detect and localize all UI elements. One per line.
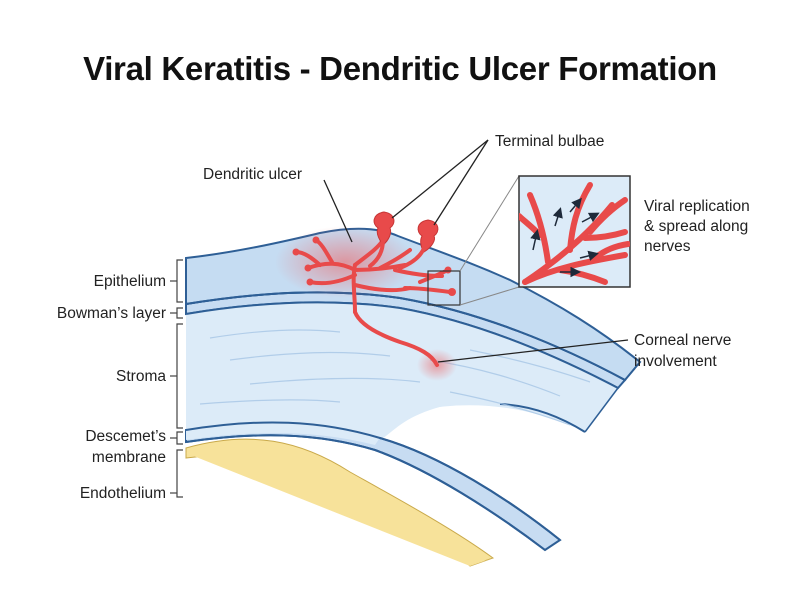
label-viral-3: nerves: [644, 238, 691, 255]
label-viral-2: & spread along: [644, 218, 748, 235]
terminal-bulbs: [373, 211, 439, 253]
magnified-inset: [518, 175, 631, 288]
label-epithelium: Epithelium: [94, 273, 166, 290]
label-nerve-1: Corneal nerve: [634, 332, 731, 349]
label-stroma: Stroma: [116, 368, 166, 385]
label-viral-1: Viral replication: [644, 198, 750, 215]
spread-arrows: [530, 197, 600, 278]
stroma-fibers: [199, 329, 591, 426]
label-nerve-2: involvement: [634, 353, 717, 370]
label-descemets-2: membrane: [92, 449, 166, 466]
zoom-source-box: [427, 270, 461, 306]
page-title: Viral Keratitis - Dendritic Ulcer Format…: [83, 50, 717, 87]
label-bowmans-layer: Bowman’s layer: [57, 305, 166, 322]
layer-brackets: [170, 259, 183, 498]
branch-tips: [292, 236, 456, 296]
label-endothelium: Endothelium: [80, 485, 166, 502]
leader-lines: [323, 139, 629, 363]
label-descemets-1: Descemet’s: [85, 428, 166, 445]
label-terminal-bulbae: Terminal bulbae: [495, 133, 604, 150]
label-dendritic-ulcer: Dendritic ulcer: [203, 166, 302, 183]
